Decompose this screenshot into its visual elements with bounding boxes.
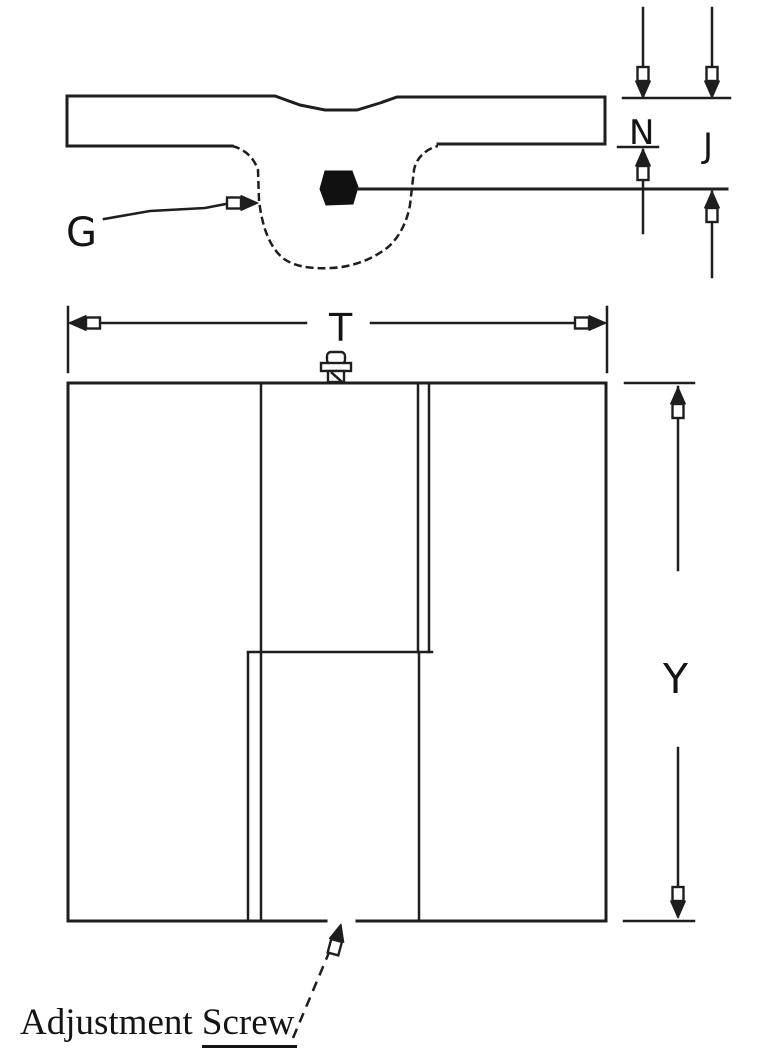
screw-end-hex	[319, 170, 359, 206]
t-arrow-left-icon	[67, 314, 102, 332]
adjustment-screw-label-word: Adjustment	[20, 1002, 193, 1043]
y-arrow-down-icon	[669, 885, 687, 920]
dimension-label-n: N	[629, 113, 655, 153]
j-arrow-down-icon	[703, 65, 721, 100]
front-view-outline	[66, 381, 608, 923]
adjustment-screw-arrow-icon	[324, 920, 350, 958]
y-arrow-up-icon	[669, 385, 687, 420]
screw-boss-curve	[231, 144, 439, 270]
j-arrow-up-icon	[703, 189, 721, 224]
g-arrow-icon	[225, 194, 260, 212]
t-arrow-right-icon	[573, 314, 608, 332]
n-arrow-up-icon	[634, 147, 652, 182]
g-leader-line	[102, 201, 233, 221]
dimension-label-t: T	[329, 306, 353, 350]
dimension-label-y: Y	[663, 655, 689, 703]
adjustment-screw-label-underlined-word: Screw	[201, 1002, 298, 1048]
adjustment-screw-label: Adjustment Screw	[20, 1002, 298, 1048]
dimension-label-g: G	[66, 210, 97, 256]
adjustment-screw-head	[319, 350, 353, 384]
n-arrow-down-icon	[634, 65, 652, 100]
cross-section-outline	[65, 94, 607, 148]
dimension-label-j: J	[703, 126, 714, 166]
